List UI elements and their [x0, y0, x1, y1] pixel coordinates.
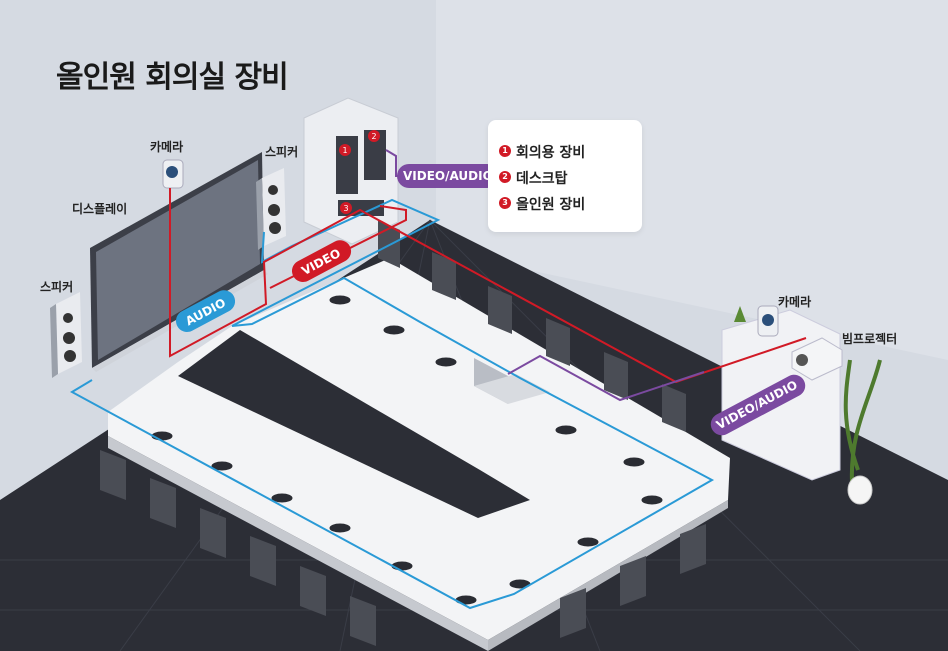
- plant-icon: [734, 306, 882, 505]
- microphone-icon: [151, 295, 663, 605]
- tag-video: [291, 240, 352, 282]
- svg-text:3: 3: [343, 204, 348, 213]
- camera-icon: [757, 305, 779, 337]
- legend-number-badge: 2: [499, 171, 511, 183]
- tag-video-audio-right: [710, 374, 806, 436]
- legend-item: 1 회의용 장비: [499, 142, 586, 162]
- legend-item-label: 회의용 장비: [516, 145, 586, 161]
- tag-video-audio-top: [397, 164, 499, 188]
- label-speaker-top: 스피커: [265, 145, 299, 159]
- legend-item-label: 데스크탑: [516, 171, 568, 187]
- tag-audio: [175, 290, 236, 332]
- right-wall: [436, 0, 948, 360]
- svg-text:1: 1: [342, 146, 347, 155]
- svg-text:2: 2: [371, 132, 376, 141]
- conference-table: [108, 258, 730, 651]
- tag-video-audio-top-text: VIDEO/AUDIO: [403, 169, 493, 183]
- label-display: 디스플레이: [72, 202, 128, 216]
- label-camera-left: 카메라: [150, 140, 184, 154]
- label-projector: 빔프로젝터: [842, 332, 898, 346]
- label-speaker-left: 스피커: [40, 280, 74, 294]
- legend-item-label: 올인원 장비: [516, 197, 586, 213]
- legend-box: 1 회의용 장비 2 데스크탑 3 올인원 장비: [488, 120, 642, 232]
- legend-item: 2 데스크탑: [499, 168, 568, 188]
- camera-icon: [162, 159, 184, 189]
- legend-number-badge: 1: [499, 145, 511, 157]
- projector-icon: [791, 337, 843, 381]
- legend-item: 3 올인원 장비: [499, 194, 586, 214]
- chair-icon: [100, 220, 706, 646]
- page-title: 올인원 회의실 장비: [56, 60, 289, 95]
- laptop-icon: [474, 358, 550, 404]
- legend-number-badge: 3: [499, 197, 511, 209]
- speaker-icon: [50, 168, 286, 378]
- label-camera-right: 카메라: [778, 295, 812, 309]
